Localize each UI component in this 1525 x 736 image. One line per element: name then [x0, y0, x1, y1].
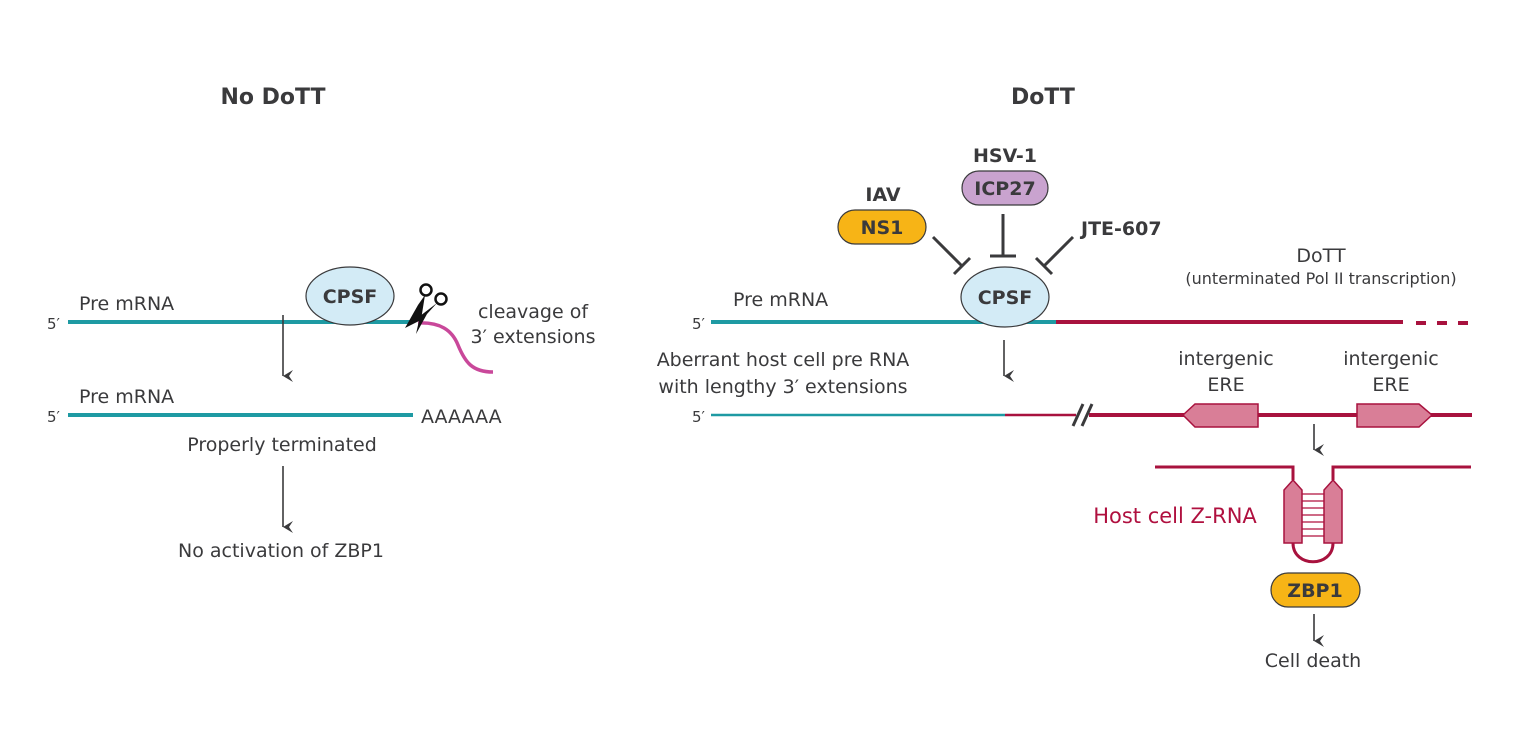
icp27-label: ICP27 — [974, 178, 1035, 200]
outcome-label: No activation of ZBP1 — [178, 540, 384, 562]
pre-mrna-label: Pre mRNA — [79, 386, 174, 408]
aberrant-label-line2: with lengthy 3′ extensions — [658, 376, 907, 398]
ns1-inhibition-bar — [952, 256, 972, 276]
cpsf-complex — [305, 266, 395, 326]
poly-a-tail-label: AAAAAA — [421, 406, 502, 428]
five-prime-label: 5′ — [47, 315, 61, 333]
pre-mrna-label: Pre mRNA — [79, 293, 174, 315]
five-prime-label: 5′ — [692, 315, 706, 333]
properly-terminated-label: Properly terminated — [187, 434, 377, 456]
left-panel: No DoTT 5′ Pre mRNA CPSF cleavage of 3′ … — [47, 85, 595, 562]
zbp1-pill — [1270, 572, 1361, 608]
aberrant-label-line1: Aberrant host cell pre RNA — [657, 349, 910, 371]
ere-label-line2: ERE — [1372, 374, 1409, 396]
inhibition-arrows — [931, 214, 1075, 276]
cleavage-label-line2: 3′ extensions — [471, 326, 596, 348]
hsv1-label: HSV-1 — [973, 145, 1037, 167]
left-panel-title: No DoTT — [220, 85, 325, 110]
ere-element-forward — [1356, 403, 1434, 428]
break-mark-icon — [1071, 403, 1094, 427]
ere-label-line1: intergenic — [1178, 348, 1273, 370]
ere-label-line2: ERE — [1207, 374, 1244, 396]
z-rna-label: Host cell Z-RNA — [1093, 504, 1257, 528]
pre-mrna-label: Pre mRNA — [733, 289, 828, 311]
cpsf-complex — [960, 266, 1050, 328]
iav-label: IAV — [865, 184, 900, 206]
scissors-icon — [405, 283, 448, 334]
z-rna-hairpin — [1155, 465, 1471, 564]
right-panel: DoTT HSV-1 ICP27 IAV NS1 JTE-607 5′ Pre … — [657, 85, 1472, 672]
ns1-inhibition-line — [931, 235, 964, 268]
five-prime-label: 5′ — [692, 408, 706, 426]
dott-subtitle: (unterminated Pol II transcription) — [1185, 269, 1456, 288]
five-prime-label: 5′ — [47, 408, 61, 426]
icp27-pill — [961, 170, 1049, 206]
ns1-pill — [837, 209, 927, 245]
cleavage-label-line1: cleavage of — [478, 301, 589, 323]
zbp1-label: ZBP1 — [1287, 580, 1342, 602]
jte607-inhibition-bar — [1034, 256, 1054, 276]
ere-element-reverse — [1181, 403, 1259, 428]
outcome-label: Cell death — [1265, 650, 1361, 672]
dott-label: DoTT — [1296, 245, 1346, 267]
jte607-label: JTE-607 — [1079, 218, 1162, 240]
ns1-label: NS1 — [861, 217, 904, 239]
ere-label-line1: intergenic — [1343, 348, 1438, 370]
cleaved-3prime-extension — [417, 321, 494, 374]
jte607-inhibition-line — [1042, 235, 1075, 268]
right-panel-title: DoTT — [1011, 85, 1075, 110]
cpsf-label: CPSF — [323, 286, 378, 308]
cpsf-label: CPSF — [978, 287, 1033, 309]
